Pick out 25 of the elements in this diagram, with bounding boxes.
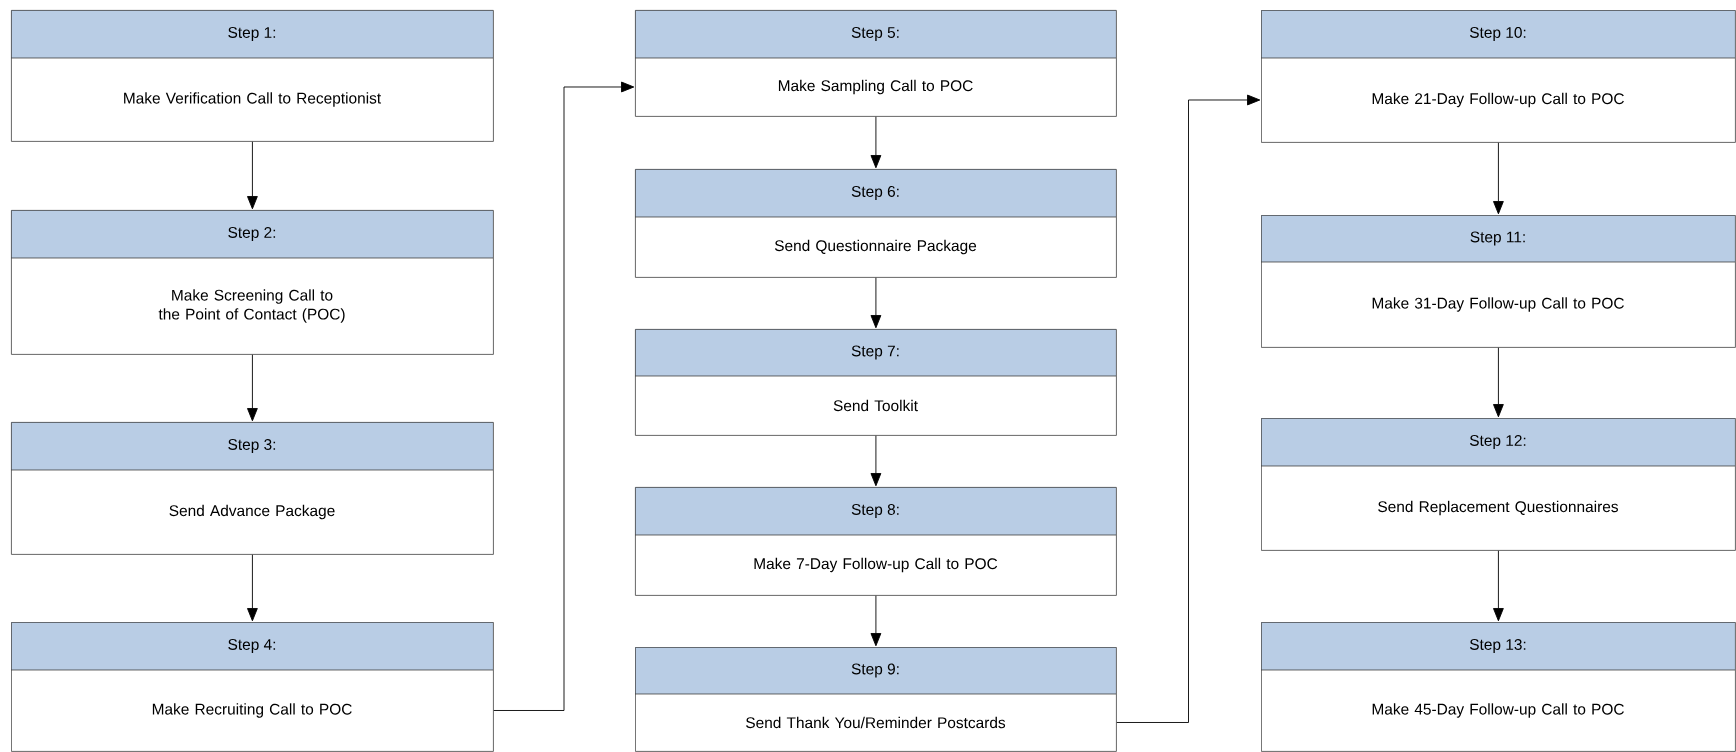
arrow	[1116, 94, 1261, 723]
step-box: Step 2: Make Screening Call to the Point of Contact (POC)	[10, 210, 494, 355]
step-box: Step 9: Send Thank You/Reminder Postcards	[634, 647, 1117, 752]
arrow	[1493, 550, 1504, 622]
step-box: Step 12: Send Replacement Questionnaires	[1260, 418, 1736, 551]
step-box: Step 8: Make 7-Day Follow-up Call to POC	[634, 487, 1117, 596]
step-box: Step 1: Make Verification Call to Receptionist	[10, 10, 494, 142]
arrow	[247, 141, 258, 210]
arrow	[1493, 142, 1504, 215]
arrow	[247, 354, 258, 422]
step-box: Step 7: Send Toolkit	[634, 329, 1117, 436]
step-box: Step 13: Make 45-Day Follow-up Call to POC	[1260, 622, 1736, 752]
arrow	[870, 116, 882, 169]
step-box: Step 3: Send Advance Package	[10, 422, 494, 555]
arrow	[870, 435, 882, 487]
step-box: Step 6: Send Questionnaire Package	[634, 169, 1117, 278]
step-box: Step 10: Make 21-Day Follow-up Call to POC	[1260, 10, 1736, 143]
arrow	[1493, 347, 1504, 418]
arrow	[493, 81, 635, 711]
step-box: Step 4: Make Recruiting Call to POC	[10, 622, 494, 752]
step-box: Step 11: Make 31-Day Follow-up Call to POC	[1260, 215, 1736, 348]
arrow	[870, 595, 882, 647]
arrow	[870, 277, 882, 329]
arrow	[247, 554, 258, 622]
step-box: Step 5: Make Sampling Call to POC	[634, 10, 1117, 117]
